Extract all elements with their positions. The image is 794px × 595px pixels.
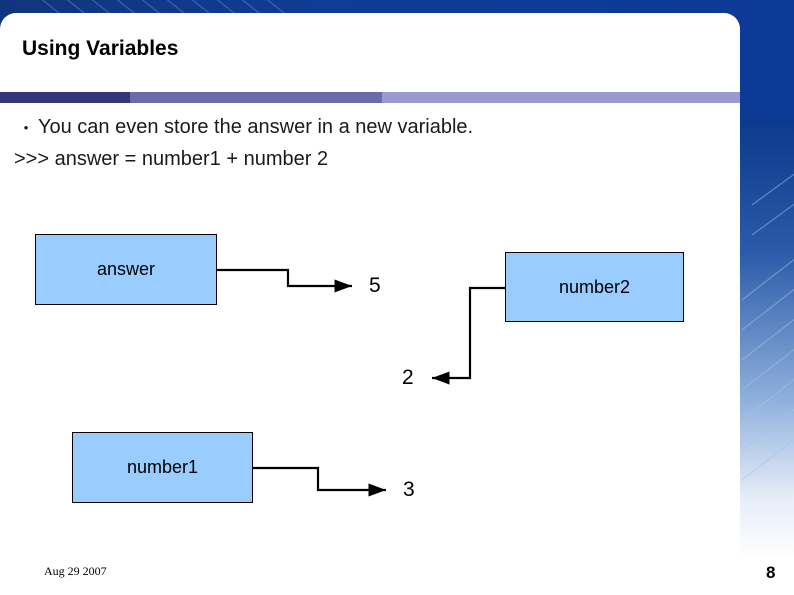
rule-segment-light xyxy=(382,92,740,103)
page-title: Using Variables xyxy=(22,37,179,60)
value-label-number1: 3 xyxy=(403,478,415,501)
rule-segment-medium xyxy=(130,92,382,103)
rule-segment-dark xyxy=(0,92,130,103)
slide-body-text: • You can even store the answer in a new … xyxy=(14,112,714,174)
variable-box-number2: number2 xyxy=(505,252,684,322)
footer-date: Aug 29 2007 xyxy=(44,564,107,578)
page-number: 8 xyxy=(766,563,776,582)
value-label-answer: 5 xyxy=(369,274,381,297)
code-line: >>> answer = number1 + number 2 xyxy=(14,147,329,170)
variable-box-answer: answer xyxy=(35,234,217,305)
value-label-number2: 2 xyxy=(402,366,414,389)
bullet-text: You can even store the answer in a new v… xyxy=(38,116,474,138)
title-divider-rule xyxy=(0,92,740,103)
bullet-item: • You can even store the answer in a new … xyxy=(14,112,714,143)
variable-box-number1: number1 xyxy=(72,432,253,503)
bullet-dot-icon: • xyxy=(23,119,29,135)
